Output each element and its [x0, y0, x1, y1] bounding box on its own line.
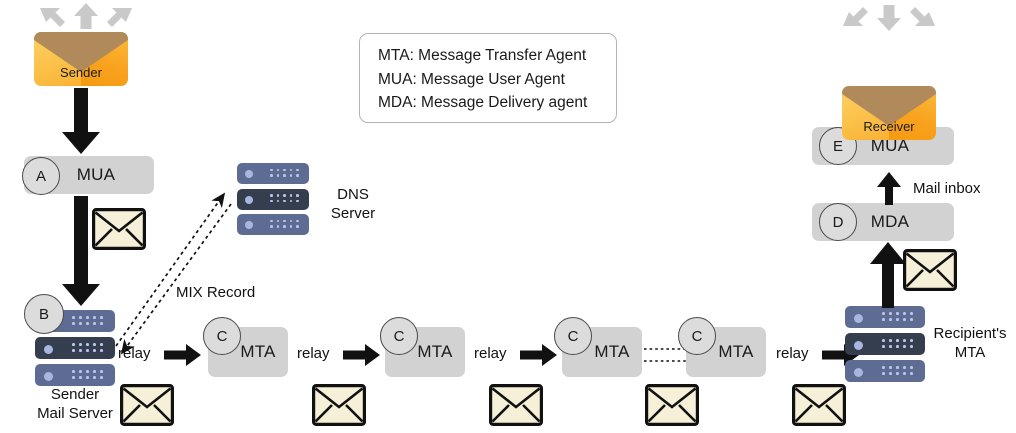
- envelope-icon-relay-4: [645, 384, 699, 426]
- label-sender-mail-server: Sender Mail Server: [10, 386, 140, 424]
- label-sender-mail-server-line2: Mail Server: [37, 404, 113, 422]
- receiver-inbound-arrows: [841, 2, 937, 32]
- arrow-relay-2: [343, 344, 381, 366]
- arrow-up-right-icon: [107, 8, 132, 27]
- arrow-recipientmta-to-mda: [869, 242, 907, 308]
- arrow-down-left-icon: [843, 7, 868, 26]
- arrow-down-right-icon: [910, 7, 935, 26]
- receiver-envelope: Receiver: [842, 86, 936, 140]
- badge-b: B: [24, 294, 64, 334]
- node-mta-2-label: MTA: [417, 342, 453, 361]
- envelope-flap-icon: [842, 86, 936, 126]
- node-mta-3-label: MTA: [594, 342, 630, 361]
- arrow-up-icon: [74, 3, 98, 29]
- rack-unit-middle: [237, 188, 309, 210]
- server-dns: [237, 163, 309, 235]
- node-mta-1-label: MTA: [240, 342, 276, 361]
- arrow-mda-to-mua: [876, 172, 902, 205]
- envelope-icon-mda-in: [903, 249, 957, 291]
- legend-line-mua: MUA: Message User Agent: [378, 70, 565, 88]
- arrow-up-left-icon: [40, 8, 65, 27]
- rack-led-dot: [854, 367, 863, 377]
- label-mail-inbox: Mail inbox: [913, 180, 981, 197]
- receiver-envelope-caption: Receiver: [863, 119, 915, 134]
- rack-unit-bottom: [237, 214, 309, 235]
- badge-c-3: C: [554, 317, 592, 355]
- node-mda-label: MDA: [870, 212, 910, 231]
- connector-dotted-ellipsis: [644, 343, 686, 367]
- rack-unit-top: [237, 163, 309, 184]
- envelope-icon-relay-3: [489, 384, 543, 426]
- legend-box: MTA: Message Transfer Agent MUA: Message…: [359, 33, 617, 123]
- arrow-mua-to-mailserver: [60, 196, 102, 308]
- label-recipient-mta: Recipient's MTA: [925, 325, 1015, 363]
- arrow-down-icon: [877, 5, 901, 31]
- rack-led-dot: [245, 221, 253, 229]
- mix-record-dotted-arrows: [110, 180, 260, 355]
- rack-led-grid: [882, 366, 918, 377]
- node-mua-sender-label: MUA: [76, 165, 116, 184]
- rack-led-dot: [44, 371, 53, 381]
- rack-unit-middle: [35, 337, 115, 359]
- badge-a: A: [22, 157, 60, 195]
- badge-d: D: [819, 203, 857, 241]
- label-relay-4: relay: [776, 345, 809, 362]
- sender-envelope-caption: Sender: [60, 65, 102, 80]
- node-mua-receiver-label: MUA: [870, 136, 910, 155]
- legend-line-mta: MTA: Message Transfer Agent: [378, 47, 587, 64]
- legend-line-mda: MDA: Message Delivery agent: [378, 94, 588, 112]
- sender-envelope: Sender: [34, 32, 128, 86]
- rack-led-dot: [854, 313, 863, 323]
- rack-unit-bottom: [845, 360, 925, 382]
- rack-led-dot: [854, 340, 863, 350]
- rack-led-grid: [270, 194, 304, 204]
- rack-led-grid: [882, 339, 918, 350]
- server-recipient-mta: [845, 306, 925, 382]
- rack-unit-middle: [845, 333, 925, 355]
- arrow-sender-to-mua: [60, 88, 102, 156]
- rack-unit-bottom: [35, 364, 115, 386]
- rack-led-dot: [44, 344, 53, 354]
- rack-led-grid: [72, 370, 108, 381]
- label-sender-mail-server-line1: Sender: [50, 386, 100, 403]
- arrow-relay-1: [164, 344, 202, 366]
- server-sender-mail: [35, 310, 115, 386]
- rack-led-grid: [72, 343, 108, 354]
- rack-led-dot: [245, 170, 253, 178]
- envelope-icon-mua-out: [92, 208, 146, 250]
- label-relay-1: relay: [118, 345, 151, 362]
- node-mta-4-label: MTA: [718, 342, 754, 361]
- label-dns-server: DNS Server: [316, 186, 390, 224]
- rack-led-grid: [270, 219, 304, 230]
- arrow-relay-3: [520, 344, 558, 366]
- envelope-flap-icon: [34, 32, 128, 72]
- badge-c-2: C: [380, 317, 418, 355]
- envelope-icon-recipient-in: [792, 384, 846, 426]
- arrow-from-dns: [120, 203, 232, 355]
- arrow-to-dns: [115, 192, 226, 347]
- envelope-icon-relay-2: [312, 384, 366, 426]
- rack-led-grid: [72, 316, 108, 327]
- rack-led-grid: [882, 312, 918, 323]
- sender-outbound-arrows: [38, 2, 134, 32]
- label-mix-record: MIX Record: [176, 284, 256, 301]
- envelope-icon-mailserver: [120, 384, 174, 426]
- rack-unit-top: [845, 306, 925, 328]
- rack-led-grid: [270, 168, 304, 179]
- rack-led-dot: [245, 195, 253, 204]
- label-relay-3: relay: [474, 345, 507, 362]
- label-relay-2: relay: [297, 345, 330, 362]
- label-dns-server-line1: DNS: [337, 186, 369, 203]
- label-dns-server-line2: Server: [330, 204, 376, 222]
- badge-c-1: C: [203, 317, 241, 355]
- label-recipient-mta-line1: Recipient's: [933, 325, 1007, 342]
- badge-c-4: C: [678, 317, 716, 355]
- label-recipient-mta-line2: MTA: [954, 343, 986, 361]
